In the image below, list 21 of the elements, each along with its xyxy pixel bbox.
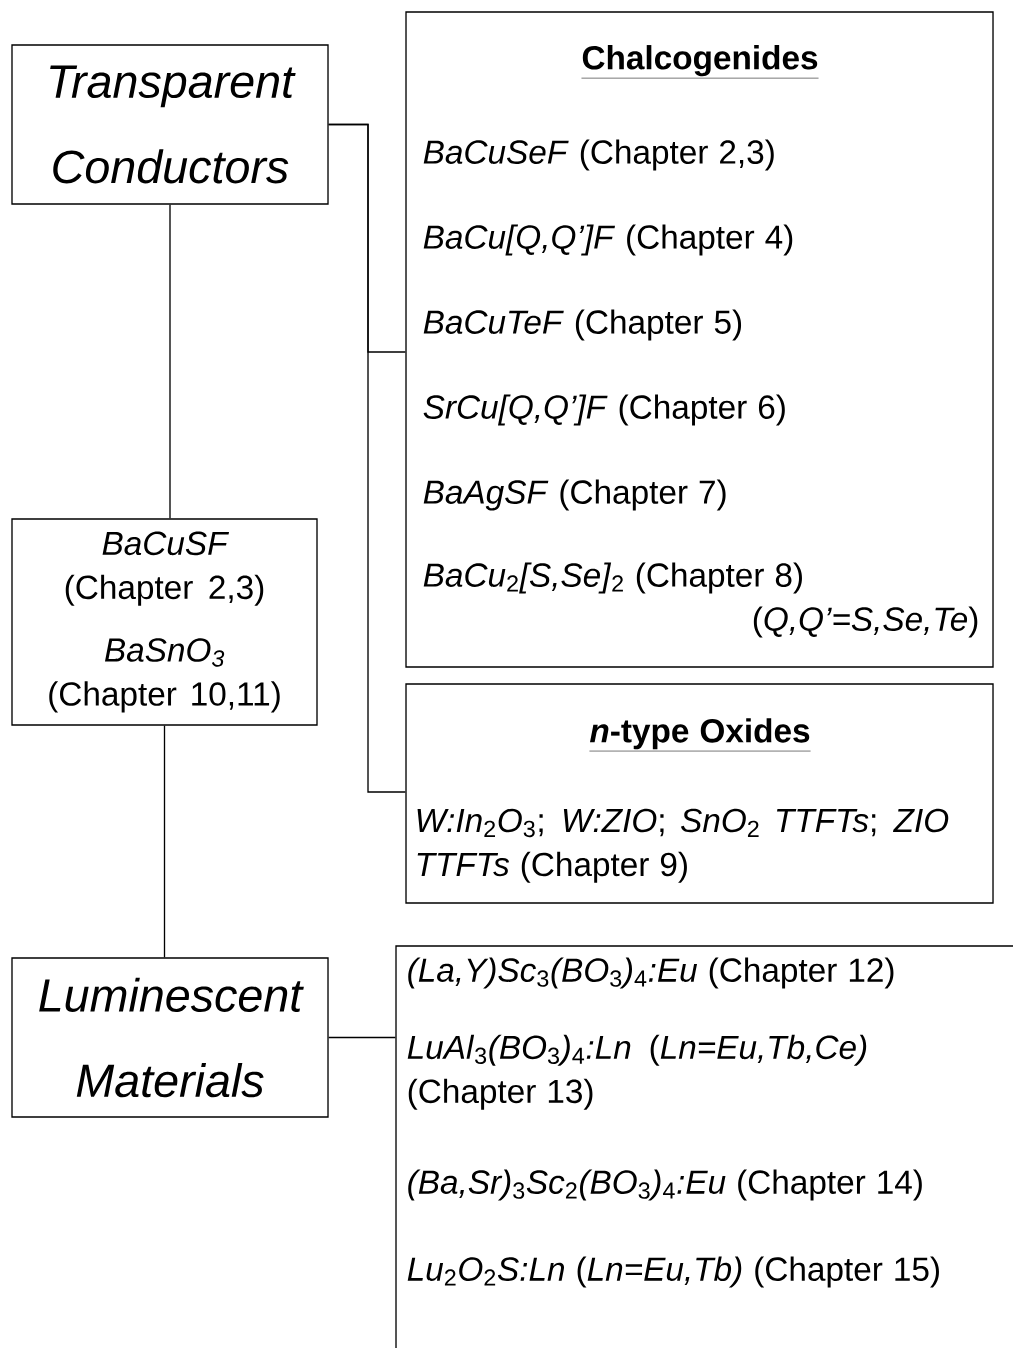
list-item: BaAgSF (Chapter 7): [423, 479, 726, 511]
list-item: BaCuTeF (Chapter 5): [423, 309, 742, 341]
connector-line: [163, 725, 166, 958]
list-item: W:In$_{2}$O$_{3}$; W:ZIO; SnO$_{2}$ TTFTs; ZIO TTFTs (Chapter 9): [417, 808, 949, 883]
list-item: (Ba,Sr)$_{3}$Sc$_{2}$(BO$_{3}$)$_{4}$:Eu (Chapter 14): [408, 1169, 922, 1201]
list-item: BaCu[Q,Q’]F (Chapter 4): [423, 224, 793, 256]
category-box: Luminescent Materials: [11, 957, 329, 1118]
material-box: BaCuSF (Chapter 2,3) BaSnO$_{3}$ (Chapter 10,11): [11, 518, 318, 726]
list-item: BaCuSeF (Chapter 2,3): [423, 139, 774, 171]
connector-line: [328, 123, 406, 793]
list-item: BaCu$_{2}$[S,Se]$_{2}$ (Chapter 8): [423, 562, 802, 594]
connector-line: [169, 204, 171, 519]
category-box: Transparent Conductors: [11, 44, 329, 205]
list-item: Lu$_{2}$O$_{2}$S:Ln (Ln=Eu,Tb) (Chapter 15): [407, 1256, 939, 1288]
list-item: (La,Y)Sc$_{3}$(BO$_{3}$)$_{4}$:Eu (Chapter 12): [408, 957, 894, 989]
list-item: SrCu[Q,Q’]F (Chapter 6): [423, 394, 785, 426]
heading: Chalcogenides: [581, 45, 819, 79]
heading: n-type Oxides: [589, 718, 811, 752]
list-item: LuAl$_{3}$(BO$_{3}$)$_{4}$:Ln (Ln=Eu,Tb,Ce) (Chapter 13): [407, 1034, 867, 1110]
list-item: (Q,Q’=S,Se,Te): [753, 606, 978, 638]
connector-line: [328, 1036, 396, 1039]
